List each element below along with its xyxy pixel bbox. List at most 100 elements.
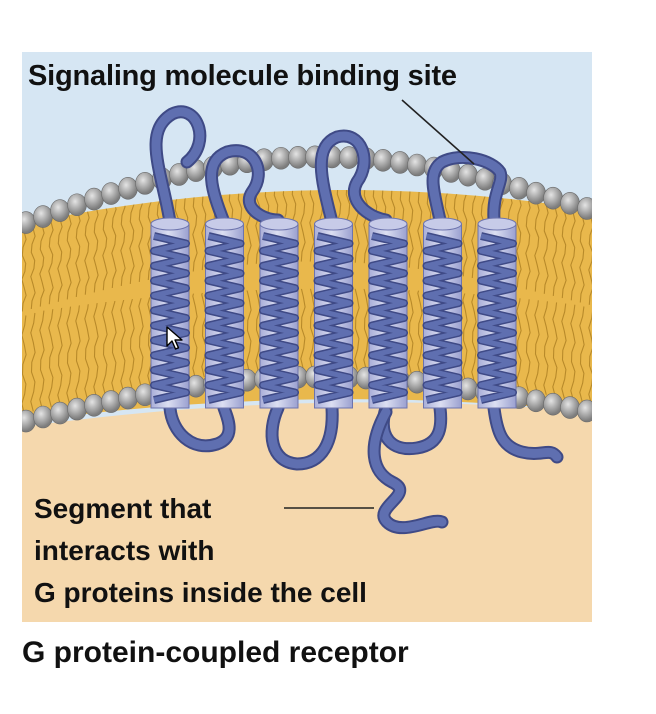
lipid-tail [22,315,27,414]
lipid-head [84,393,104,417]
lipid-tail [354,190,360,263]
lipid-tail [129,194,135,284]
lipid-head [577,197,592,220]
lipid-tail [66,215,72,300]
lipid-tail [246,288,252,373]
lipid-head [101,182,121,205]
intracellular-loop [267,403,337,469]
lipid-tail [363,288,369,371]
transmembrane-helix [477,217,517,409]
lipid-head [50,401,70,425]
lipid-tail [246,190,252,265]
lipid-tail [309,190,315,262]
lipid-tail [543,297,549,395]
lipid-tail [57,305,63,406]
gpcr-diagram: Signaling molecule binding site Segment … [22,52,592,622]
transmembrane-helix [150,217,190,409]
lipid-tail [39,224,45,307]
lipid-tail [579,214,585,303]
lipid-tail [30,312,36,412]
lipid-head [509,176,529,200]
lipid-tail [84,298,90,399]
lipid-tail [66,303,72,404]
lipid-head [526,389,546,413]
lipid-tail [588,217,592,305]
lipid-head [577,399,592,423]
lipid-tail [570,212,576,301]
segment-label-line-2: interacts with [34,535,215,566]
extracellular-loop [316,131,391,227]
lipid-head [390,151,410,174]
lipid-tail [570,304,576,401]
segment-label-line-3: G proteins inside the cell [34,577,367,608]
lipid-tail [102,203,108,291]
lipid-tail [309,288,315,370]
figure-caption: G protein-coupled receptor [22,636,409,669]
lipid-head [118,386,138,410]
transmembrane-helix [259,217,299,409]
lipid-tail [417,190,423,269]
lipid-tail [534,201,540,292]
lipid-head [118,177,138,200]
transmembrane-helix [313,217,354,409]
lipid-tail [534,295,540,394]
lipid-tail [39,310,45,410]
lipid-tail [543,203,549,294]
lipid-head [33,405,53,429]
gpcr-illustration [22,52,592,622]
lipid-tail [525,198,531,290]
binding-site-leader-line [401,99,475,165]
intracellular-loop [165,403,234,451]
lipid-head [33,205,53,228]
lipid-tail [471,288,477,383]
lipid-tail [138,192,144,282]
lipid-tail [579,306,585,403]
mouse-cursor-icon [166,326,183,350]
transmembrane-helix [204,217,245,409]
lipid-tail [102,294,108,396]
lipid-tail [462,288,468,381]
lipid-tail [516,196,522,288]
extracellular-loop [207,146,283,227]
lipid-tail [48,308,54,408]
lipid-tail [561,302,567,399]
lipid-head [101,390,121,413]
cytoplasm [22,402,592,622]
lipid-tail [354,288,360,370]
lipid-tail [129,288,135,390]
transmembrane-helix [368,217,408,409]
lipid-head [458,163,478,187]
lipid-tail [93,296,99,397]
receptor-protein [149,105,564,535]
lipid-head [50,199,70,222]
lipid-tail [111,291,117,394]
lipid-head [271,146,291,170]
lipid-tail [552,206,558,296]
segment-label-line-1: Segment that [34,493,212,524]
lipid-tail [588,308,592,404]
lipid-tail [120,197,126,286]
lipid-head [67,397,87,421]
lipid-tail [471,190,477,279]
extracellular-loop [428,152,506,225]
lipid-head [135,172,155,195]
lipid-tail [147,288,153,386]
lipid-tail [93,206,99,293]
lipid-tail [57,218,63,302]
lipid-head [526,181,546,205]
lipid-head [288,145,308,169]
lipid-tail [255,288,261,372]
lipid-tail [561,209,567,299]
lipid-tail [30,227,36,310]
intracellular-loop [489,403,562,462]
lipid-tail [525,293,531,392]
lipid-head [84,187,104,211]
transmembrane-helix [422,217,463,409]
lipid-tail [84,209,90,295]
g-protein-segment-label: Segment that interacts with G proteins i… [34,488,367,614]
lipid-head [67,193,87,217]
lipid-tail [138,288,144,388]
lipid-tail [408,190,414,268]
lipid-head [543,186,563,210]
lipid-tail [516,291,522,390]
